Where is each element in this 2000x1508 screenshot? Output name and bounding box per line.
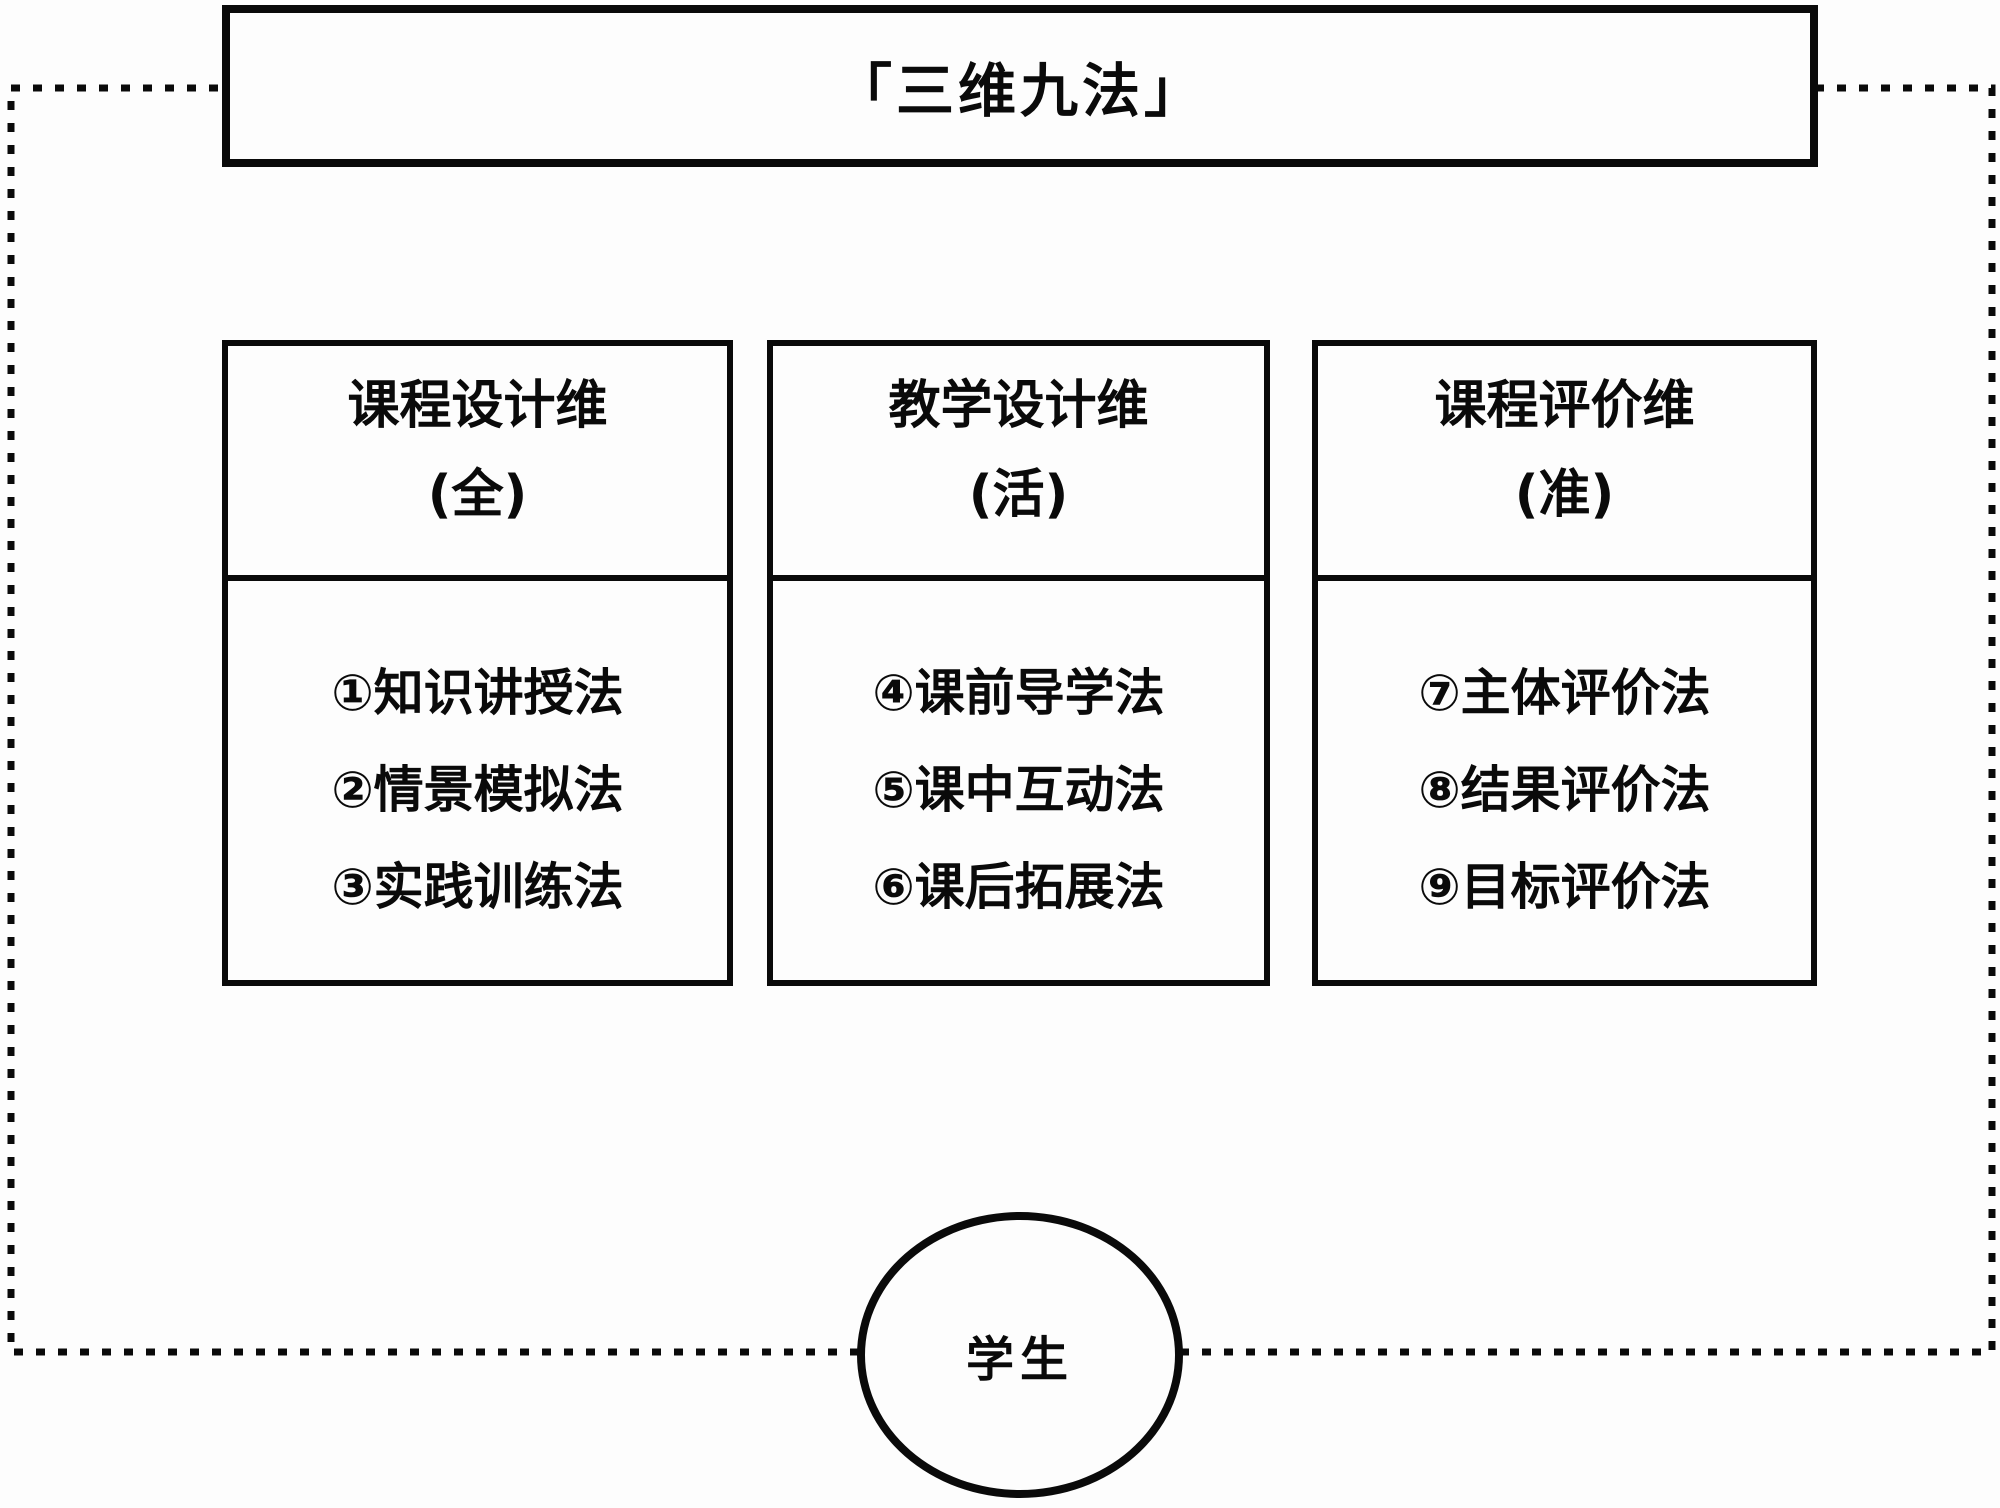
column-subtitle: (准)	[1514, 465, 1615, 525]
column-box-course-design: 课程设计维 (全) ①知识讲授法 ②情景模拟法 ③实践训练法	[222, 340, 733, 986]
title-box: 「三维九法」	[222, 5, 1818, 167]
method-list: ⑦主体评价法 ⑧结果评价法 ⑨目标评价法	[1318, 640, 1811, 931]
column-subtitle: (活)	[968, 465, 1069, 525]
method-list: ①知识讲授法 ②情景模拟法 ③实践训练法	[228, 640, 727, 931]
method-item: ⑤课中互动法	[872, 760, 1165, 819]
column-title: 课程设计维	[347, 376, 608, 436]
column-header: 课程评价维 (准)	[1318, 346, 1811, 540]
method-list: ④课前导学法 ⑤课中互动法 ⑥课后拓展法	[773, 640, 1264, 931]
method-item: ①知识讲授法	[331, 663, 624, 722]
column-header: 教学设计维 (活)	[773, 346, 1264, 540]
method-item: ④课前导学法	[872, 663, 1165, 722]
method-item: ⑨目标评价法	[1418, 857, 1711, 916]
method-item: ⑥课后拓展法	[872, 857, 1165, 916]
column-box-teaching-design: 教学设计维 (活) ④课前导学法 ⑤课中互动法 ⑥课后拓展法	[767, 340, 1270, 986]
method-item: ②情景模拟法	[331, 760, 624, 819]
method-item: ⑧结果评价法	[1418, 760, 1711, 819]
column-title: 教学设计维	[888, 376, 1149, 436]
column-box-course-evaluation: 课程评价维 (准) ⑦主体评价法 ⑧结果评价法 ⑨目标评价法	[1312, 340, 1817, 986]
student-circle: 学生	[857, 1212, 1183, 1498]
column-title: 课程评价维	[1434, 376, 1695, 436]
header-divider	[228, 575, 727, 581]
student-label: 学生	[965, 1332, 1074, 1388]
header-divider	[773, 575, 1264, 581]
method-item: ③实践训练法	[331, 857, 624, 916]
diagram-title: 「三维九法」	[833, 57, 1206, 125]
column-header: 课程设计维 (全)	[228, 346, 727, 540]
header-divider	[1318, 575, 1811, 581]
method-item: ⑦主体评价法	[1418, 663, 1711, 722]
column-subtitle: (全)	[427, 465, 528, 525]
